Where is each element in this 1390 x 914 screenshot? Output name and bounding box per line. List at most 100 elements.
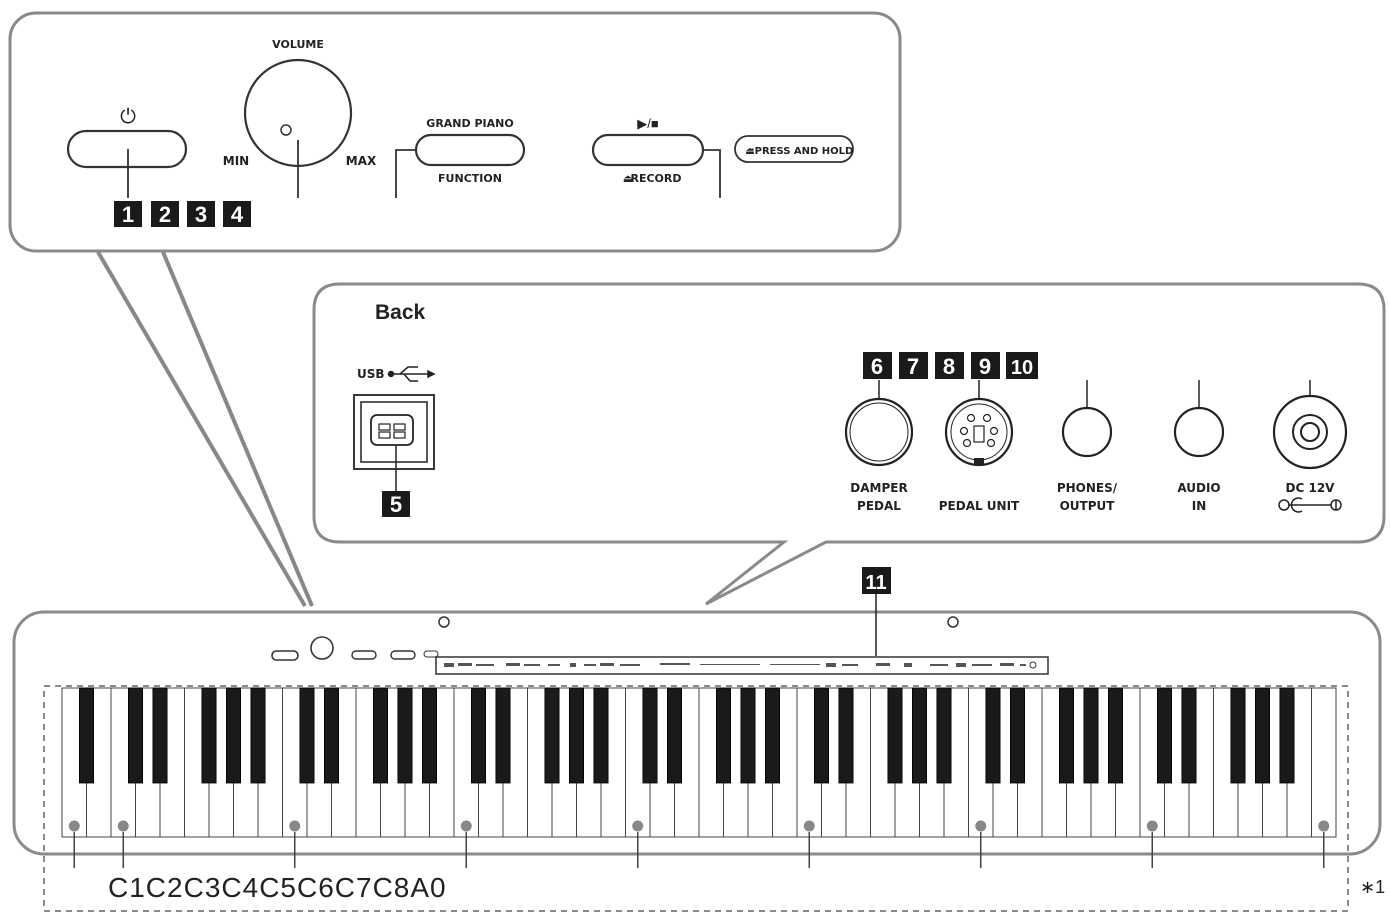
screw-hole-right	[947, 616, 959, 628]
note-label-c6: C6	[297, 872, 335, 903]
record-label: RECORD	[630, 172, 681, 185]
key-marker-dot	[975, 820, 987, 832]
mini-control-panel	[271, 636, 439, 661]
callout-11: 11	[862, 567, 891, 656]
key-marker-dot	[1318, 820, 1330, 832]
note-label-c2: C2	[146, 872, 184, 903]
phones-output-label-2: OUTPUT	[1060, 499, 1116, 513]
black-key	[225, 687, 242, 784]
key-markers	[68, 820, 1330, 868]
note-label-c7: C7	[335, 872, 373, 903]
black-key	[740, 687, 756, 784]
power-icon: ⏻	[120, 106, 136, 128]
black-key	[323, 687, 340, 784]
svg-text:9: 9	[979, 354, 991, 379]
pedal-unit-jack: PEDAL UNIT	[939, 380, 1020, 513]
keys-outline	[43, 685, 1349, 912]
press-hold-label: :PRESS AND HOLD	[751, 146, 854, 157]
svg-text:4: 4	[231, 202, 244, 227]
note-labels: C1C2C3C4C5C6C7C8A0	[108, 872, 447, 903]
note-label-a0: A0	[410, 872, 446, 903]
min-label: MIN	[223, 154, 249, 168]
black-key	[397, 687, 413, 784]
svg-text:5: 5	[390, 492, 402, 517]
callout-2: 2	[151, 201, 179, 227]
function-label: FUNCTION	[438, 172, 502, 185]
grand-piano-button[interactable]: GRAND PIANO FUNCTION	[395, 117, 526, 198]
black-key	[152, 687, 168, 784]
black-key	[470, 687, 487, 784]
audio-in-label-2: IN	[1192, 499, 1207, 513]
black-key	[1058, 687, 1075, 784]
white-key	[1311, 687, 1337, 838]
black-key	[1279, 687, 1295, 784]
keyboard-body: 11	[12, 567, 1382, 912]
usb-label: USB	[357, 367, 385, 381]
note-label-c4: C4	[221, 872, 259, 903]
black-keys	[78, 687, 1295, 784]
black-key	[127, 687, 144, 784]
black-key	[936, 687, 952, 784]
play-stop-button[interactable]: ▶/■ ⏏ RECORD	[591, 116, 721, 198]
key-marker-dot	[289, 820, 301, 832]
black-key	[1230, 687, 1246, 784]
black-key	[299, 687, 315, 784]
black-key	[495, 687, 511, 784]
dc-label: DC 12V	[1286, 481, 1336, 495]
black-key	[887, 687, 903, 784]
usb-port: USB	[353, 366, 436, 491]
black-key	[544, 687, 560, 784]
black-key	[813, 687, 830, 784]
note-label-c5: C5	[259, 872, 297, 903]
back-title: Back	[375, 301, 426, 324]
callout-6: 6	[863, 352, 892, 379]
note-label-c1: C1	[108, 872, 146, 903]
black-key	[838, 687, 854, 784]
damper-pedal-jack: DAMPER PEDAL	[844, 380, 914, 513]
power-button[interactable]: ⏻	[66, 106, 188, 198]
damper-pedal-label-1: DAMPER	[850, 481, 907, 495]
black-key	[985, 687, 1001, 784]
black-key	[911, 687, 928, 784]
callout-1: 1	[114, 201, 142, 227]
display-strip	[435, 656, 1049, 675]
top-control-panel: ⏻ VOLUME MIN MAX GRAND PIANO FUNCTION ▶/…	[8, 11, 902, 253]
play-stop-label: ▶/■	[637, 116, 659, 131]
black-key	[250, 687, 266, 784]
callout-9: 9	[971, 352, 1000, 379]
press-hold-icon: ⏏	[745, 146, 754, 157]
black-key	[568, 687, 585, 784]
key-marker-dot	[803, 820, 815, 832]
black-key	[764, 687, 781, 784]
black-key	[642, 687, 658, 784]
black-key	[1083, 687, 1099, 784]
black-key	[1156, 687, 1173, 784]
damper-pedal-label-2: PEDAL	[857, 499, 901, 513]
note-label-c3: C3	[184, 872, 222, 903]
volume-knob[interactable]: VOLUME MIN MAX	[223, 38, 377, 198]
record-icon: ⏏	[623, 173, 633, 185]
pedal-unit-label: PEDAL UNIT	[939, 499, 1020, 513]
svg-text:3: 3	[195, 202, 207, 227]
black-key	[372, 687, 389, 784]
svg-text:6: 6	[871, 354, 883, 379]
black-key	[78, 687, 94, 784]
phones-output-jack: PHONES/ OUTPUT	[1057, 380, 1118, 513]
grand-piano-label: GRAND PIANO	[426, 117, 513, 130]
footnote-marker: ∗1	[1360, 877, 1385, 897]
key-marker-dot	[460, 820, 472, 832]
note-label-c8: C8	[373, 872, 411, 903]
black-key	[201, 687, 217, 784]
back-panel: Back USB 5 6	[312, 282, 1386, 606]
usb-icon	[387, 366, 436, 382]
dc-polarity-icon	[1278, 497, 1342, 513]
phones-output-label-1: PHONES/	[1057, 481, 1118, 495]
dc-jack: DC 12V	[1272, 380, 1348, 513]
black-key	[666, 687, 683, 784]
svg-text:7: 7	[907, 354, 919, 379]
key-marker-dot	[632, 820, 644, 832]
callout-4: 4	[223, 201, 251, 227]
volume-label: VOLUME	[272, 38, 324, 51]
black-key	[1254, 687, 1271, 784]
